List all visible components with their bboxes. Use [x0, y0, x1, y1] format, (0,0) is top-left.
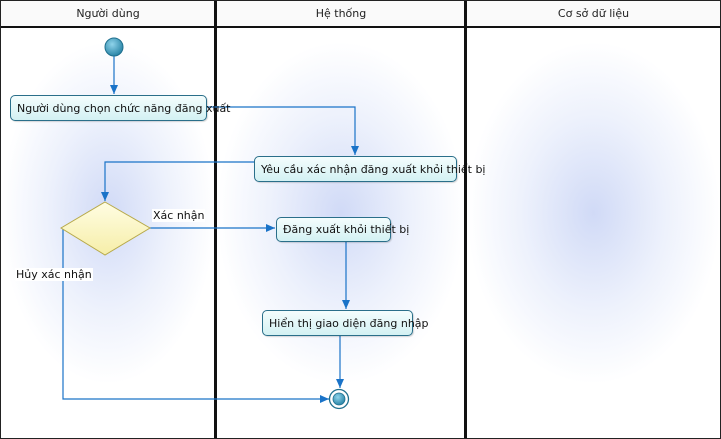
- guard-cancel: Hủy xác nhận: [15, 268, 93, 281]
- guard-confirm: Xác nhận: [152, 209, 206, 222]
- lane-body-database: [466, 28, 721, 439]
- lane-title-system: Hệ thống: [216, 0, 466, 28]
- lane-title-database: Cơ sở dữ liệu: [466, 0, 721, 28]
- action-show-login[interactable]: Hiển thị giao diện đăng nhập: [262, 310, 429, 336]
- initial-node: [104, 37, 124, 57]
- action-choose-logout[interactable]: Người dùng chọn chức năng đăng xuất: [10, 95, 231, 121]
- action-confirm-request[interactable]: Yêu cầu xác nhận đăng xuất khỏi thiết bị: [254, 156, 486, 182]
- lane-separator: [464, 0, 467, 439]
- flow-confirm-request-to-decision: [101, 161, 254, 201]
- lane-database: Cơ sở dữ liệu: [466, 0, 721, 439]
- lane-title-user: Người dùng: [0, 0, 216, 28]
- lane-separator: [214, 0, 217, 439]
- decision-node: [60, 201, 151, 256]
- final-node: [332, 392, 346, 406]
- flow-decision-cancel: [62, 228, 329, 403]
- flow-choose-to-confirm-request: [206, 106, 359, 155]
- action-logout-device[interactable]: Đăng xuất khỏi thiết bị: [276, 217, 409, 242]
